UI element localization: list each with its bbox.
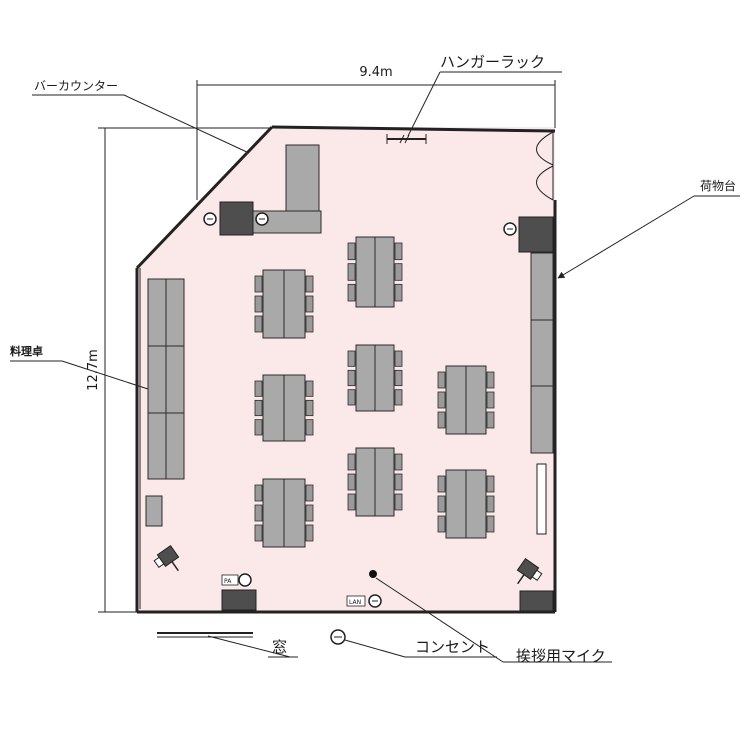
chair (347, 263, 356, 281)
room-walls (135, 125, 557, 614)
room-floor (137, 127, 555, 612)
chair (347, 493, 356, 511)
chair (437, 475, 446, 493)
chair (254, 380, 263, 397)
height-dimension-line (98, 127, 272, 613)
chair (347, 453, 356, 471)
chair (437, 495, 446, 513)
chair (305, 419, 314, 436)
chair (394, 493, 403, 511)
dining-tables (254, 236, 495, 548)
chair (394, 453, 403, 471)
luggage-stand (503, 216, 554, 454)
chair (305, 504, 314, 522)
bar-counter (203, 144, 322, 236)
chair (347, 242, 356, 261)
cooking-table (147, 278, 185, 480)
chair (437, 515, 446, 533)
table-group (347, 344, 403, 412)
height-dimension: 12.7m (86, 349, 101, 391)
chair (394, 350, 403, 367)
chair (486, 515, 495, 533)
chair (254, 524, 263, 542)
cooking-table-pointer (61, 360, 149, 390)
table-group (254, 269, 314, 339)
chair (347, 473, 356, 491)
chair (254, 295, 263, 313)
chair (305, 524, 314, 542)
chair (486, 411, 495, 429)
chair (394, 283, 403, 302)
chair (394, 263, 403, 281)
chair (394, 369, 403, 387)
bar-counter-pointer (123, 94, 250, 154)
window-label: 窓 (272, 638, 287, 656)
chair (254, 399, 263, 417)
pa-tag: PA (224, 578, 232, 585)
chair (254, 315, 263, 333)
outlet-leader (344, 639, 406, 658)
chair (394, 242, 403, 261)
chair (305, 295, 314, 313)
chair (305, 315, 314, 333)
chair (486, 495, 495, 513)
chair (305, 275, 314, 293)
speaker-right (516, 557, 543, 585)
chair (347, 283, 356, 302)
table-group (437, 365, 495, 435)
outlet-icon (330, 629, 346, 645)
pa-desk (221, 573, 257, 611)
hanger-rack (386, 134, 427, 144)
window-leader (207, 635, 291, 658)
chair (305, 399, 314, 417)
chair (394, 473, 403, 491)
width-dimension: 9.4m (359, 65, 392, 80)
side-cabinet (145, 495, 163, 527)
chair (347, 369, 356, 387)
entrance-door (536, 131, 554, 201)
chair (486, 475, 495, 493)
table-group (254, 374, 314, 442)
speaker-left (153, 544, 180, 572)
luggage-stand-pointer (557, 195, 695, 279)
chair (254, 419, 263, 436)
chair (305, 484, 314, 502)
hanger-rack-pointer (407, 71, 441, 137)
chair (347, 389, 356, 406)
chair (486, 371, 495, 389)
bar-counter-label: バーカウンター (34, 79, 118, 93)
chair (254, 484, 263, 502)
chair (254, 504, 263, 522)
cooking-table-label: 料理卓 (10, 344, 43, 358)
chair (347, 350, 356, 367)
outlet-label: コンセント (415, 638, 490, 656)
table-group (437, 469, 495, 539)
table-group (347, 447, 403, 517)
chair (437, 411, 446, 429)
speech-mic (369, 570, 377, 578)
hanger-rack-label: ハンガーラック (440, 53, 545, 71)
chair (437, 391, 446, 409)
lan-outlet (346, 594, 382, 608)
lan-tag: LAN (349, 599, 361, 606)
chair (394, 389, 403, 406)
partition-panel (536, 463, 547, 535)
chair (437, 371, 446, 389)
table-group (254, 478, 314, 548)
chair (254, 275, 263, 293)
chair (305, 380, 314, 397)
corner-pillar (519, 590, 554, 612)
width-dimension-line (196, 80, 556, 200)
luggage-stand-label: 荷物台 (700, 178, 736, 193)
window (157, 632, 253, 638)
chair (486, 391, 495, 409)
table-group (347, 236, 403, 308)
speech-mic-leader (375, 577, 504, 663)
speech-mic-label: 挨拶用マイク (516, 647, 606, 665)
